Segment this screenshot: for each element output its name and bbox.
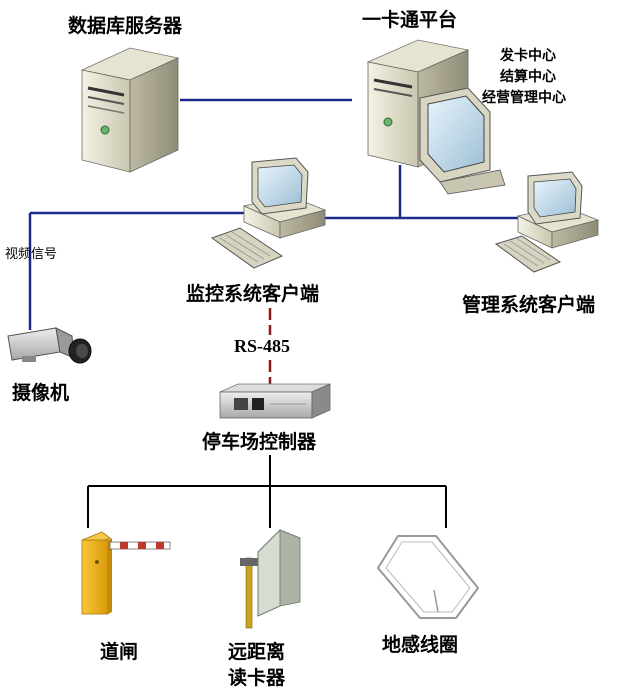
- video-signal-label: 视频信号: [5, 247, 58, 262]
- controller-bus: [87, 455, 447, 528]
- platform-note-settlement: 结算中心: [500, 69, 556, 85]
- controller-label: 停车场控制器: [202, 431, 317, 453]
- platform-note-issuing: 发卡中心: [500, 48, 556, 64]
- admin-client-label: 管理系统客户端: [462, 294, 596, 316]
- platform-label: 一卡通平台: [362, 9, 458, 31]
- rs485-label: RS-485: [234, 336, 291, 356]
- inductive-loop-icon: [377, 535, 479, 619]
- long-range-reader-icon: [240, 529, 301, 629]
- monitor-client-computer-icon: [210, 157, 327, 269]
- reader-label-line2: 读卡器: [228, 667, 286, 689]
- platform-monitor-icon: [419, 87, 506, 195]
- platform-note-management: 经营管理中心: [482, 90, 566, 106]
- barrier-label: 道闸: [100, 641, 139, 663]
- loop-label: 地感线圈: [382, 634, 459, 656]
- parking-controller-icon: [219, 383, 331, 419]
- reader-label-line1: 远距离: [228, 641, 286, 663]
- database-server-icon: [80, 47, 180, 173]
- monitor-client-label: 监控系统客户端: [186, 283, 320, 305]
- camera-icon: [7, 327, 92, 364]
- db-server-label: 数据库服务器: [68, 15, 183, 37]
- admin-client-computer-icon: [494, 171, 600, 273]
- barrier-gate-icon: [81, 531, 171, 615]
- camera-label: 摄像机: [12, 382, 70, 404]
- network-lines: [28, 98, 525, 330]
